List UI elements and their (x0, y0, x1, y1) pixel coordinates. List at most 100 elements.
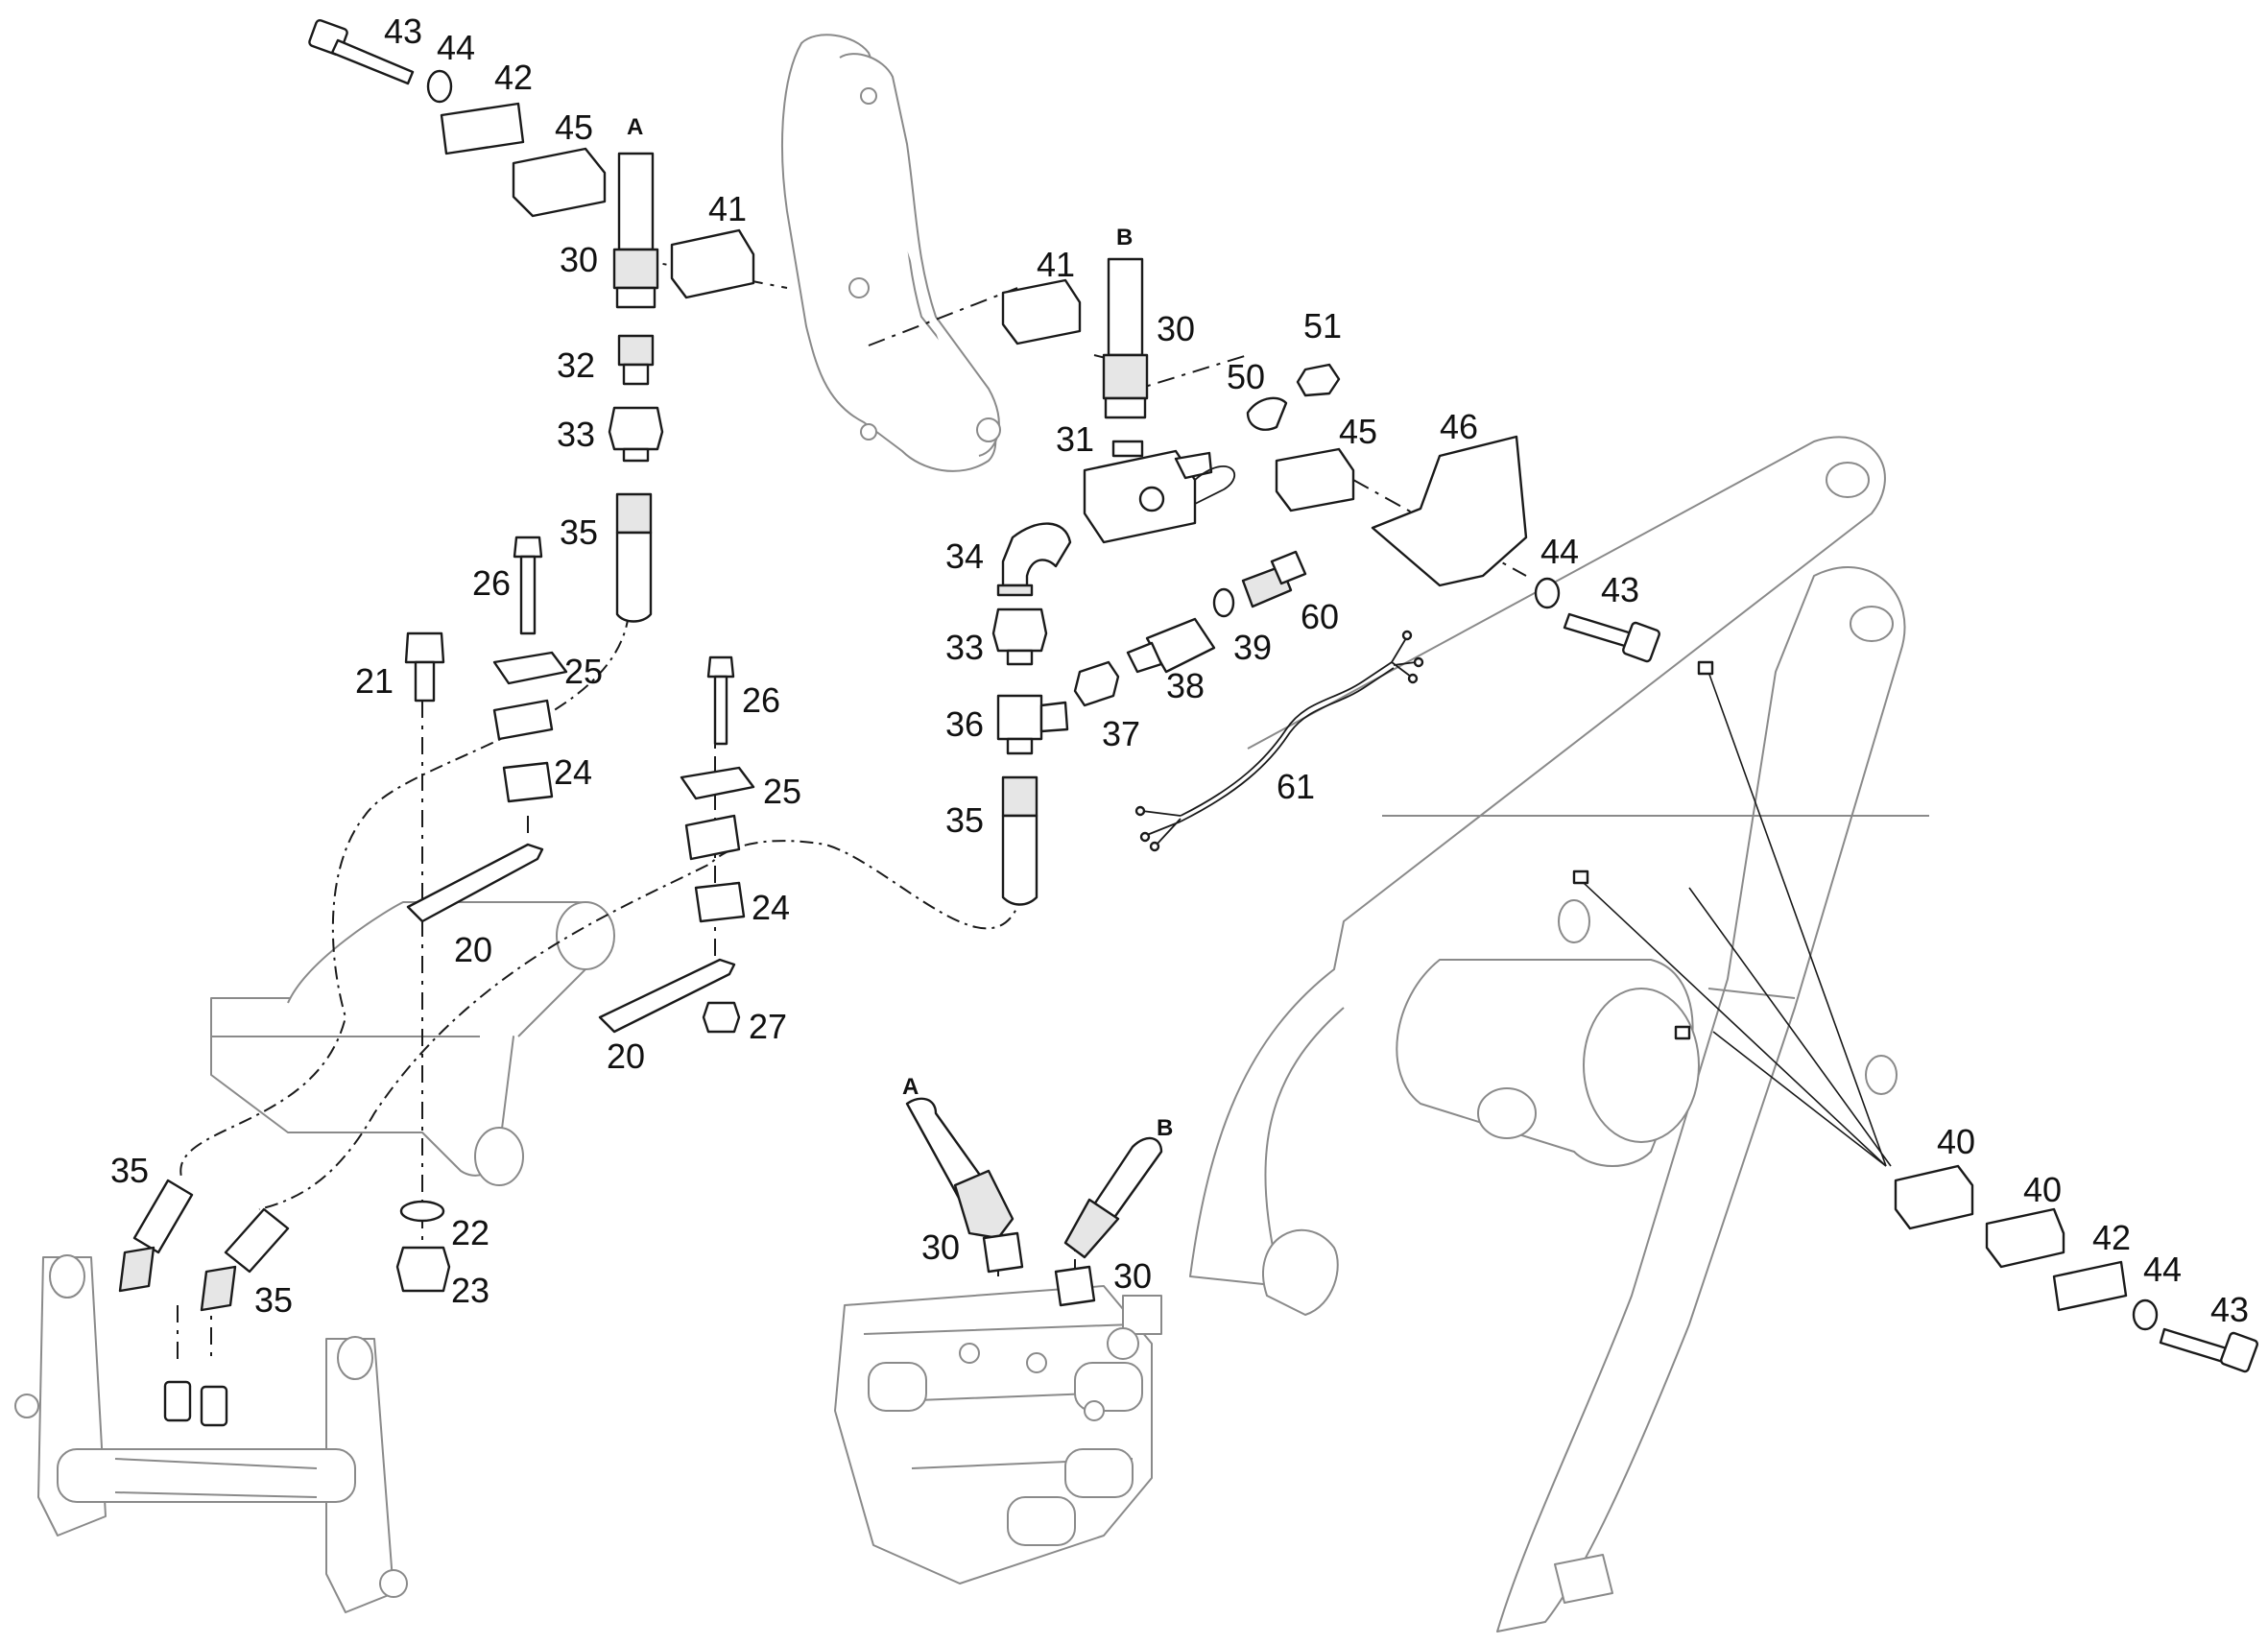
clamp-41-right (1001, 278, 1082, 345)
plug-50 (1246, 396, 1288, 431)
washer-44-right-upper (1534, 577, 1561, 609)
clamp-45-right (1275, 447, 1355, 512)
adapter-38 (1126, 617, 1216, 674)
plate-42-top (440, 102, 525, 155)
port-mark-b-top: B (1116, 225, 1133, 250)
fitting-cylinder-left (163, 1380, 192, 1422)
strap-20-a (406, 843, 544, 923)
strap-20-b (598, 958, 736, 1034)
nut-51 (1296, 363, 1341, 397)
wiring-harness-61 (1134, 630, 1424, 852)
callout-30-b: 30 (1157, 309, 1195, 348)
callout-43-right-upper: 43 (1601, 570, 1639, 609)
callout-44-right-upper: 44 (1540, 532, 1579, 571)
washer-44-top (426, 69, 453, 104)
nut-33-a (608, 406, 664, 463)
clamp-24-a-upper (492, 699, 554, 741)
switch-60 (1241, 550, 1307, 608)
nut-37 (1073, 660, 1120, 707)
callout-30-valve-b: 30 (1113, 1256, 1152, 1296)
bolt-26-a (513, 536, 543, 635)
callout-25-a: 25 (564, 652, 603, 691)
port-mark-b-valve: B (1157, 1115, 1173, 1141)
callout-38: 38 (1166, 666, 1205, 705)
hose-35-b (118, 1179, 194, 1293)
boom-bracket (781, 34, 1001, 472)
callout-33-a: 33 (557, 415, 595, 454)
callout-43-right-lower: 43 (2210, 1290, 2249, 1329)
callout-61: 61 (1277, 767, 1315, 806)
clamp-24-a-lower (502, 761, 554, 803)
callout-21: 21 (355, 661, 394, 701)
callout-50: 50 (1227, 357, 1265, 396)
hose-30-a (612, 152, 659, 309)
callout-42-top: 42 (494, 58, 533, 97)
bolt-43-right-upper (1563, 612, 1660, 663)
callout-20-a: 20 (454, 930, 492, 969)
port-mark-a-top: A (627, 114, 643, 140)
nut-23 (395, 1246, 451, 1293)
callout-24-a: 24 (554, 752, 592, 792)
clamp-45-top (512, 147, 607, 218)
clamp-40-a (1894, 1164, 1974, 1230)
callout-45-right: 45 (1339, 412, 1377, 451)
nut-27 (702, 1001, 741, 1034)
callout-41-top: 41 (708, 189, 747, 228)
bolt-43-right-lower (2159, 1327, 2258, 1373)
callout-35-b: 35 (110, 1151, 149, 1190)
callout-22: 22 (451, 1213, 489, 1252)
leader-lines-40 (1572, 660, 1892, 1167)
callout-30-a: 30 (560, 240, 598, 279)
cylinder-assembly (14, 1254, 408, 1613)
hose-30-valve-a (905, 1097, 1024, 1274)
bracket-46 (1371, 435, 1528, 587)
bolt-26-b (706, 655, 735, 746)
callout-30-valve-a: 30 (921, 1227, 960, 1267)
callout-34: 34 (945, 536, 984, 576)
plate-25-b (680, 766, 755, 800)
fitting-cylinder-right (200, 1385, 228, 1427)
clamp-40-b (1985, 1207, 2065, 1269)
callout-23: 23 (451, 1271, 489, 1310)
callout-41-right: 41 (1037, 245, 1075, 284)
callout-27: 27 (749, 1007, 787, 1046)
washer-44-right-lower (2132, 1299, 2159, 1331)
callout-42-right: 42 (2092, 1218, 2131, 1257)
hose-30-b (1102, 257, 1149, 419)
loader-arms (1189, 436, 1929, 1632)
washer-22 (399, 1200, 445, 1223)
clamp-41-top (670, 228, 755, 299)
clamp-24-b-lower (694, 881, 746, 923)
callout-36: 36 (945, 704, 984, 744)
callout-44-top: 44 (437, 28, 475, 67)
hose-35-a (615, 492, 653, 623)
callout-37: 37 (1102, 714, 1140, 753)
plate-25-a (492, 651, 568, 685)
callout-60: 60 (1301, 597, 1339, 636)
callout-40-a: 40 (1937, 1122, 1975, 1161)
adapter-32 (617, 334, 655, 386)
axle-frame (210, 901, 615, 1186)
bolt-21 (404, 631, 445, 703)
callout-45-top: 45 (555, 107, 593, 147)
port-mark-a-valve: A (902, 1074, 919, 1100)
callout-44-right-lower: 44 (2143, 1250, 2182, 1289)
callout-46: 46 (1440, 407, 1478, 446)
nut-33-b (991, 608, 1048, 666)
clamp-24-b-upper (684, 814, 741, 861)
callout-32: 32 (557, 345, 595, 385)
callout-35-a: 35 (560, 512, 598, 552)
hose-35-d (1001, 775, 1039, 906)
bolt-43-top (308, 18, 415, 85)
elbow-34 (996, 522, 1072, 597)
callout-43-top: 43 (384, 12, 422, 51)
callout-20-b: 20 (607, 1036, 645, 1076)
callout-39: 39 (1233, 628, 1272, 667)
callout-51: 51 (1303, 306, 1342, 345)
tee-36 (996, 694, 1069, 755)
callout-35-c: 35 (254, 1280, 293, 1320)
callout-33-b: 33 (945, 628, 984, 667)
callout-labels: 43 44 42 45 41 30 32 33 35 26 21 25 24 2… (110, 12, 2249, 1329)
callout-26-a: 26 (472, 563, 511, 603)
